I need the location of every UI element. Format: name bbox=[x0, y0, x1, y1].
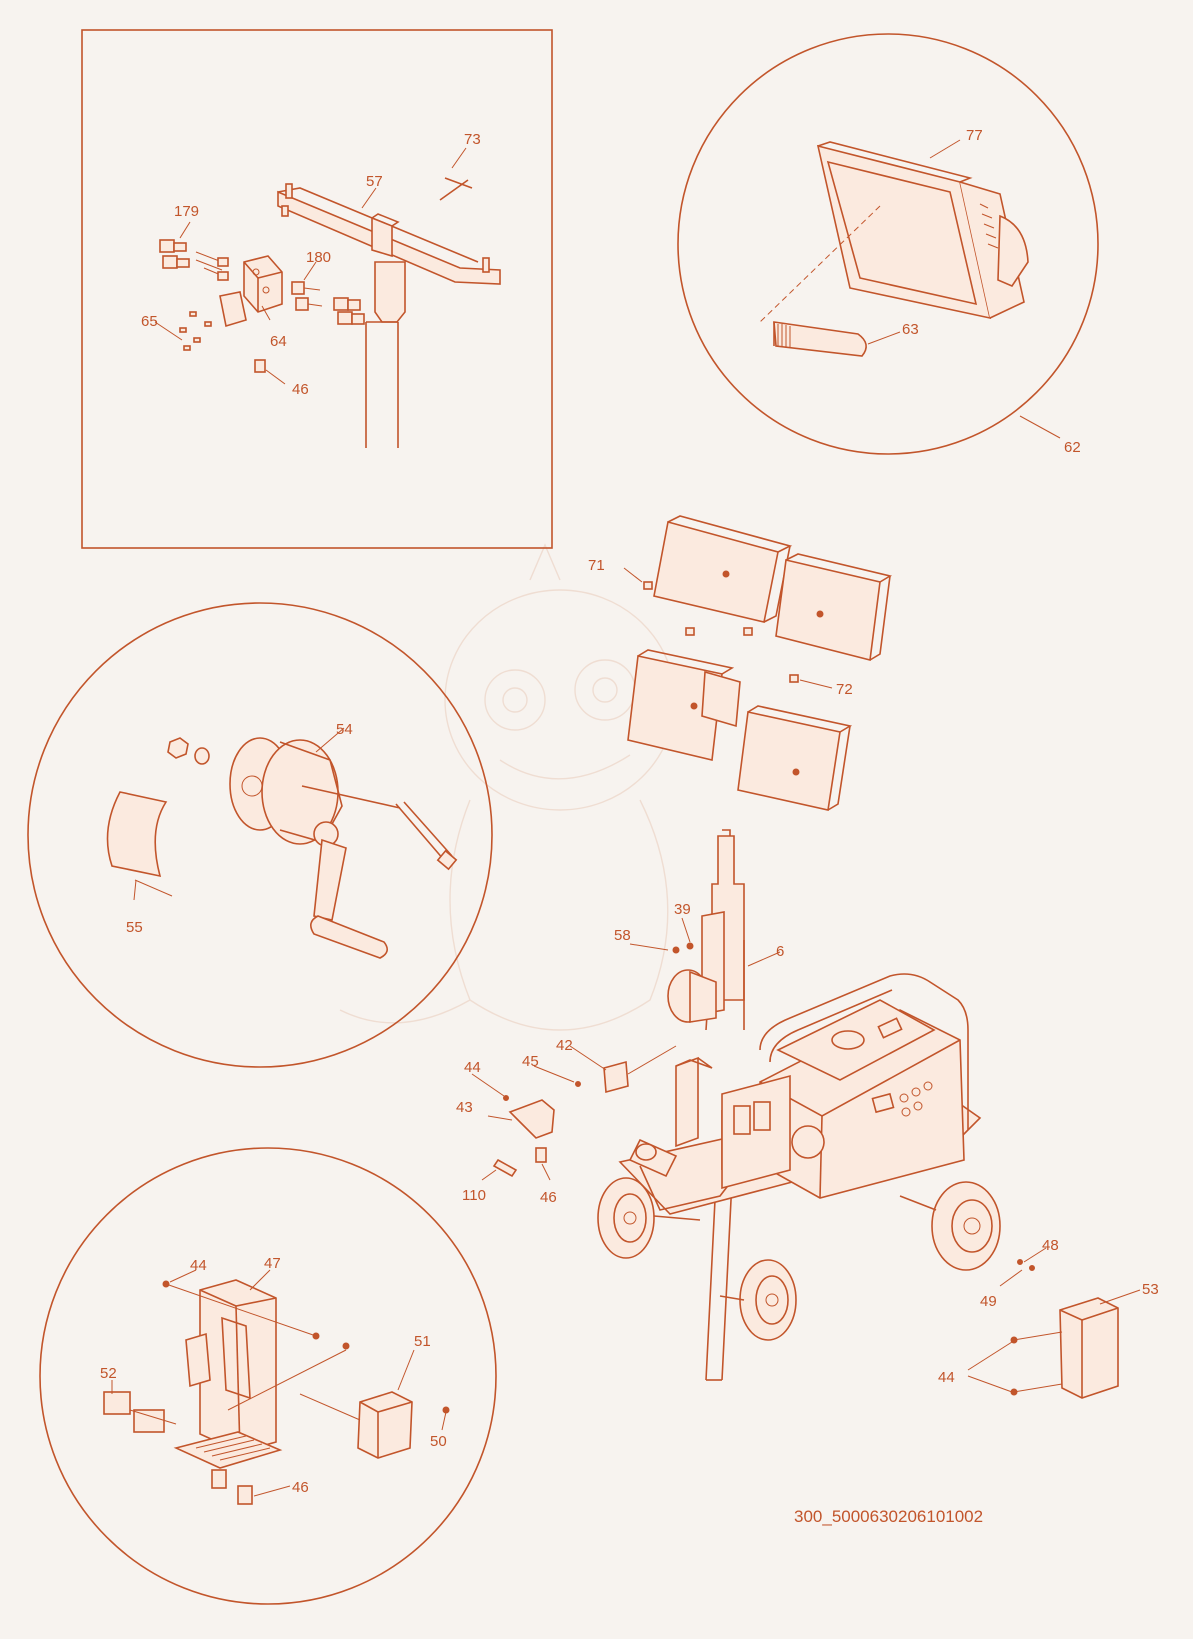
callout-50: 50 bbox=[430, 1433, 447, 1450]
callout-46: 46 bbox=[540, 1189, 557, 1206]
enclosure-box bbox=[967, 1289, 1141, 1399]
detail-panel-light-bar bbox=[81, 29, 553, 549]
callout-53: 53 bbox=[1142, 1281, 1159, 1298]
callout-73: 73 bbox=[464, 131, 481, 148]
callout-44: 44 bbox=[938, 1369, 955, 1386]
callout-48: 48 bbox=[1042, 1237, 1059, 1254]
callout-6: 6 bbox=[776, 943, 784, 960]
callout-labels: 73 57 179 180 65 64 46 77 63 62 71 72 54… bbox=[100, 127, 1159, 1526]
callout-58: 58 bbox=[614, 927, 631, 944]
callout-51: 51 bbox=[414, 1333, 431, 1350]
detail-panel-floodlight bbox=[677, 33, 1099, 455]
detail-panel-winch bbox=[27, 602, 493, 1068]
callout-46: 46 bbox=[292, 381, 309, 398]
light-tower-assembly bbox=[471, 829, 1047, 1381]
callout-65: 65 bbox=[141, 313, 158, 330]
callout-44: 44 bbox=[190, 1257, 207, 1274]
drawing-number: 300_5000630206101002 bbox=[794, 1507, 983, 1526]
callout-71: 71 bbox=[588, 557, 605, 574]
floodlight-array bbox=[623, 515, 893, 811]
callout-110: 110 bbox=[462, 1187, 486, 1204]
callout-179: 179 bbox=[174, 203, 199, 220]
callout-44: 44 bbox=[464, 1059, 481, 1076]
callout-46: 46 bbox=[292, 1479, 309, 1496]
callout-42: 42 bbox=[556, 1037, 573, 1054]
callout-43: 43 bbox=[456, 1099, 473, 1116]
callout-54: 54 bbox=[336, 721, 353, 738]
callout-64: 64 bbox=[270, 333, 287, 350]
callout-49: 49 bbox=[980, 1293, 997, 1310]
callout-77: 77 bbox=[966, 127, 983, 144]
callout-57: 57 bbox=[366, 173, 383, 190]
callout-55: 55 bbox=[126, 919, 143, 936]
callout-45: 45 bbox=[522, 1053, 539, 1070]
detail-panel-electrical bbox=[39, 1147, 497, 1605]
callout-39: 39 bbox=[674, 901, 691, 918]
callout-47: 47 bbox=[264, 1255, 281, 1272]
callout-72: 72 bbox=[836, 681, 853, 698]
callout-180: 180 bbox=[306, 249, 331, 266]
callout-63: 63 bbox=[902, 321, 919, 338]
callout-62: 62 bbox=[1064, 439, 1081, 456]
watermark-illustration bbox=[339, 543, 676, 1031]
callout-52: 52 bbox=[100, 1365, 117, 1382]
